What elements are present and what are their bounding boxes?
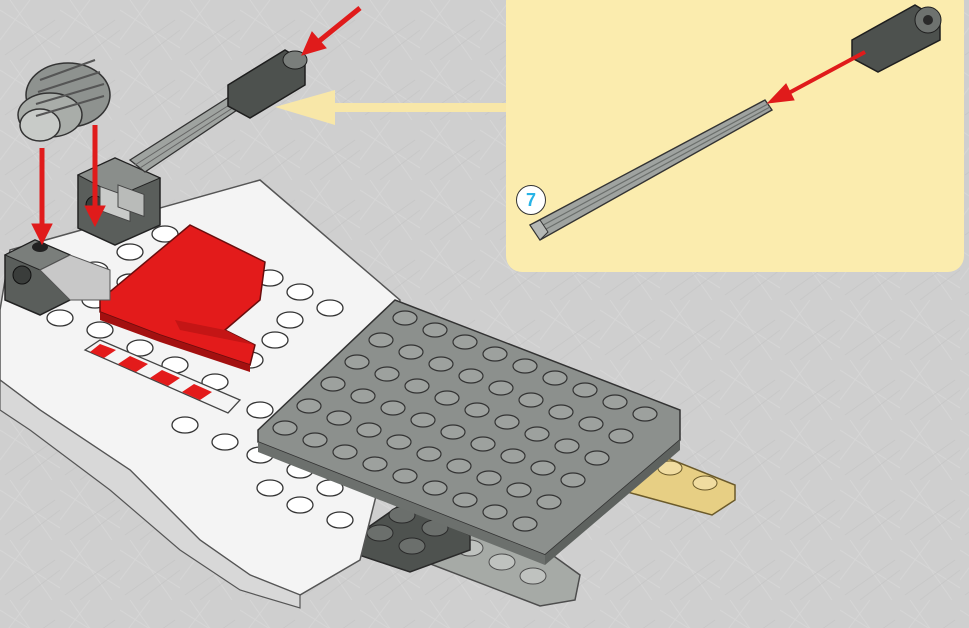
bushing-part — [852, 5, 941, 72]
axle-part — [530, 100, 772, 240]
step-number-badge: 7 — [516, 185, 546, 215]
red-arrow-icon — [768, 52, 865, 103]
